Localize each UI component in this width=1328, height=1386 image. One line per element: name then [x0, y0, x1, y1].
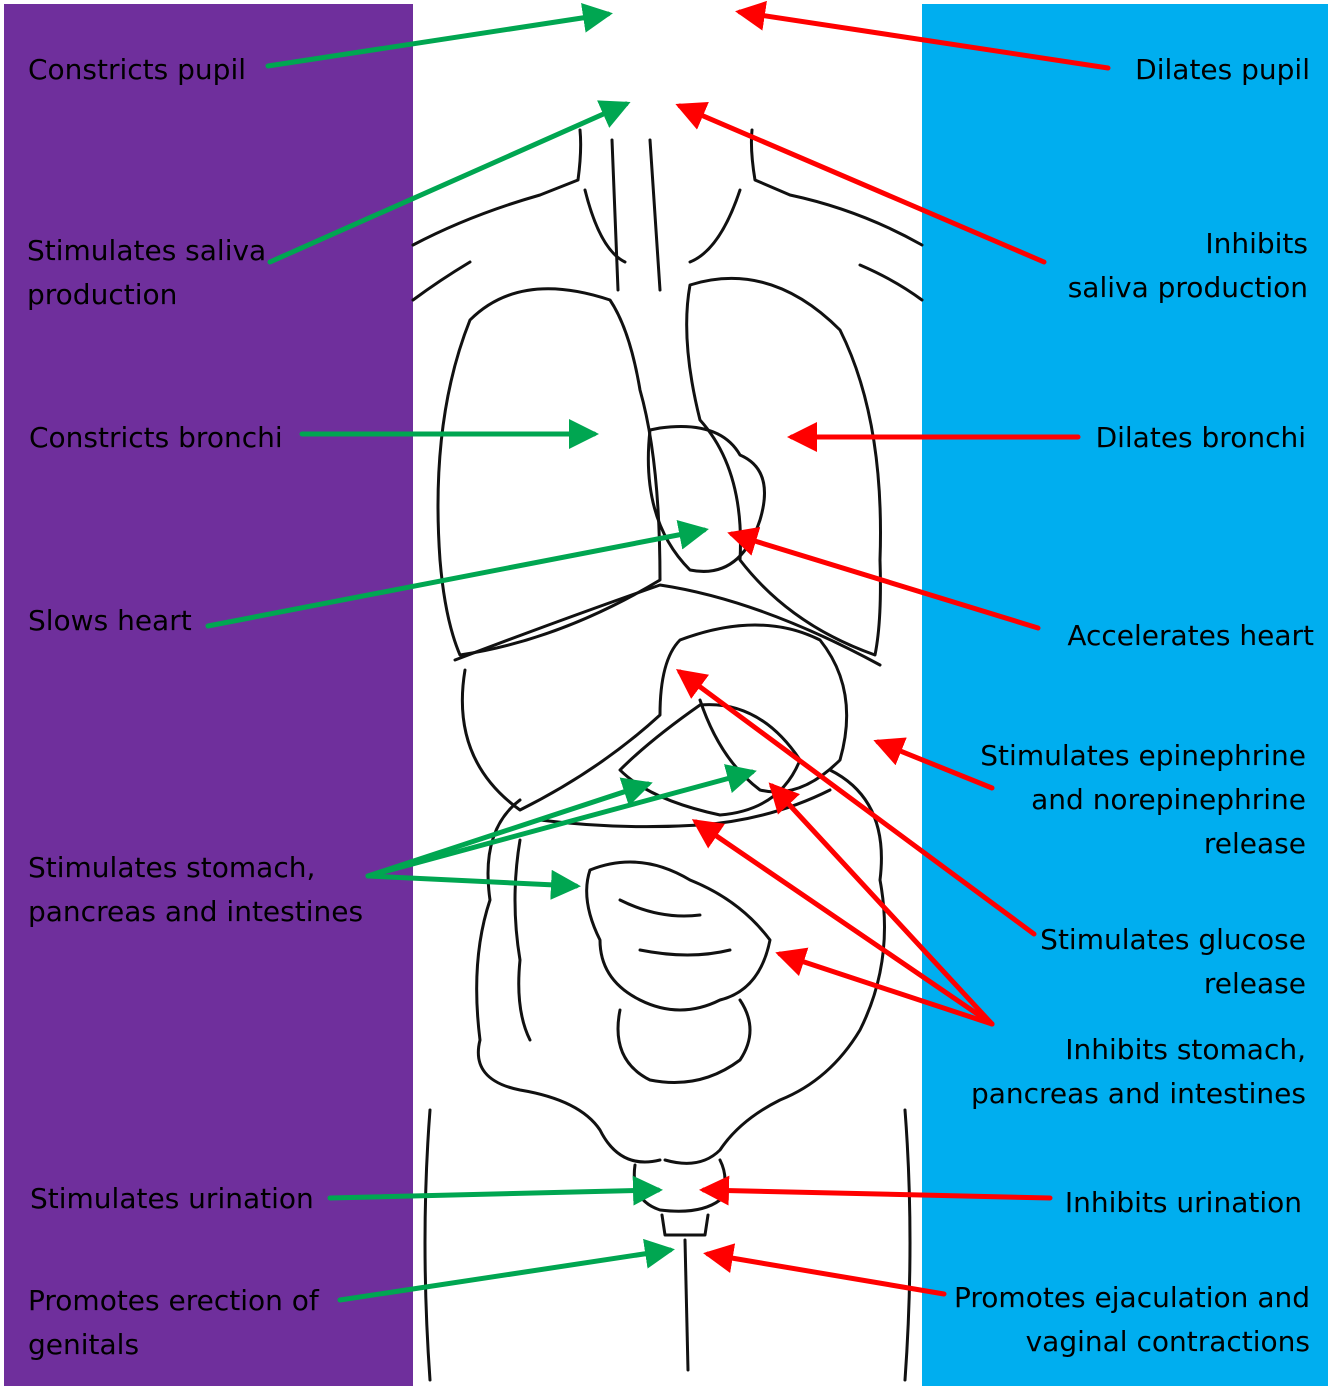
- red-arrow-ejaculation: [708, 1254, 944, 1294]
- red-arrow-glucose: [680, 672, 1034, 934]
- green-arrow-erection: [340, 1250, 670, 1300]
- red-arrow-urination: [704, 1190, 1050, 1198]
- green-arrow-heart: [208, 530, 704, 626]
- red-arrow-pupil: [740, 12, 1108, 68]
- green-arrow-stomach-2: [368, 772, 752, 876]
- red-arrow-digestion-2: [696, 822, 992, 1024]
- red-arrow-heart: [732, 534, 1038, 628]
- green-arrow-saliva: [270, 104, 626, 262]
- red-arrow-saliva: [680, 106, 1044, 262]
- green-arrow-pupil: [268, 14, 608, 66]
- red-arrow-epinephrine: [878, 742, 992, 788]
- green-arrow-stomach-3: [368, 876, 576, 886]
- green-arrow-urination: [330, 1190, 658, 1198]
